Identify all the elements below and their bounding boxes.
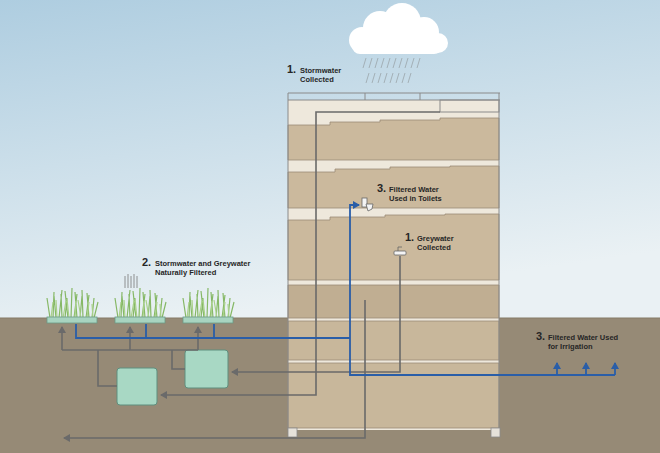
annotation-label: Stormwater and Greywater Naturally Filte… [155,259,267,277]
callout-number: 3. [536,330,545,343]
callout-number: 1. [405,231,414,244]
annotation-label: Greywater Collected [417,234,467,252]
callout-number: 2. [142,256,151,269]
callout-number: 1. [287,63,296,76]
annotation-label: Stormwater Collected [300,66,350,84]
callout-number: 3. [377,182,386,195]
annotation-label: Filtered Water Used in Toilets [389,185,455,203]
annotation-label: Filtered Water Used for Irrigation [548,333,628,351]
